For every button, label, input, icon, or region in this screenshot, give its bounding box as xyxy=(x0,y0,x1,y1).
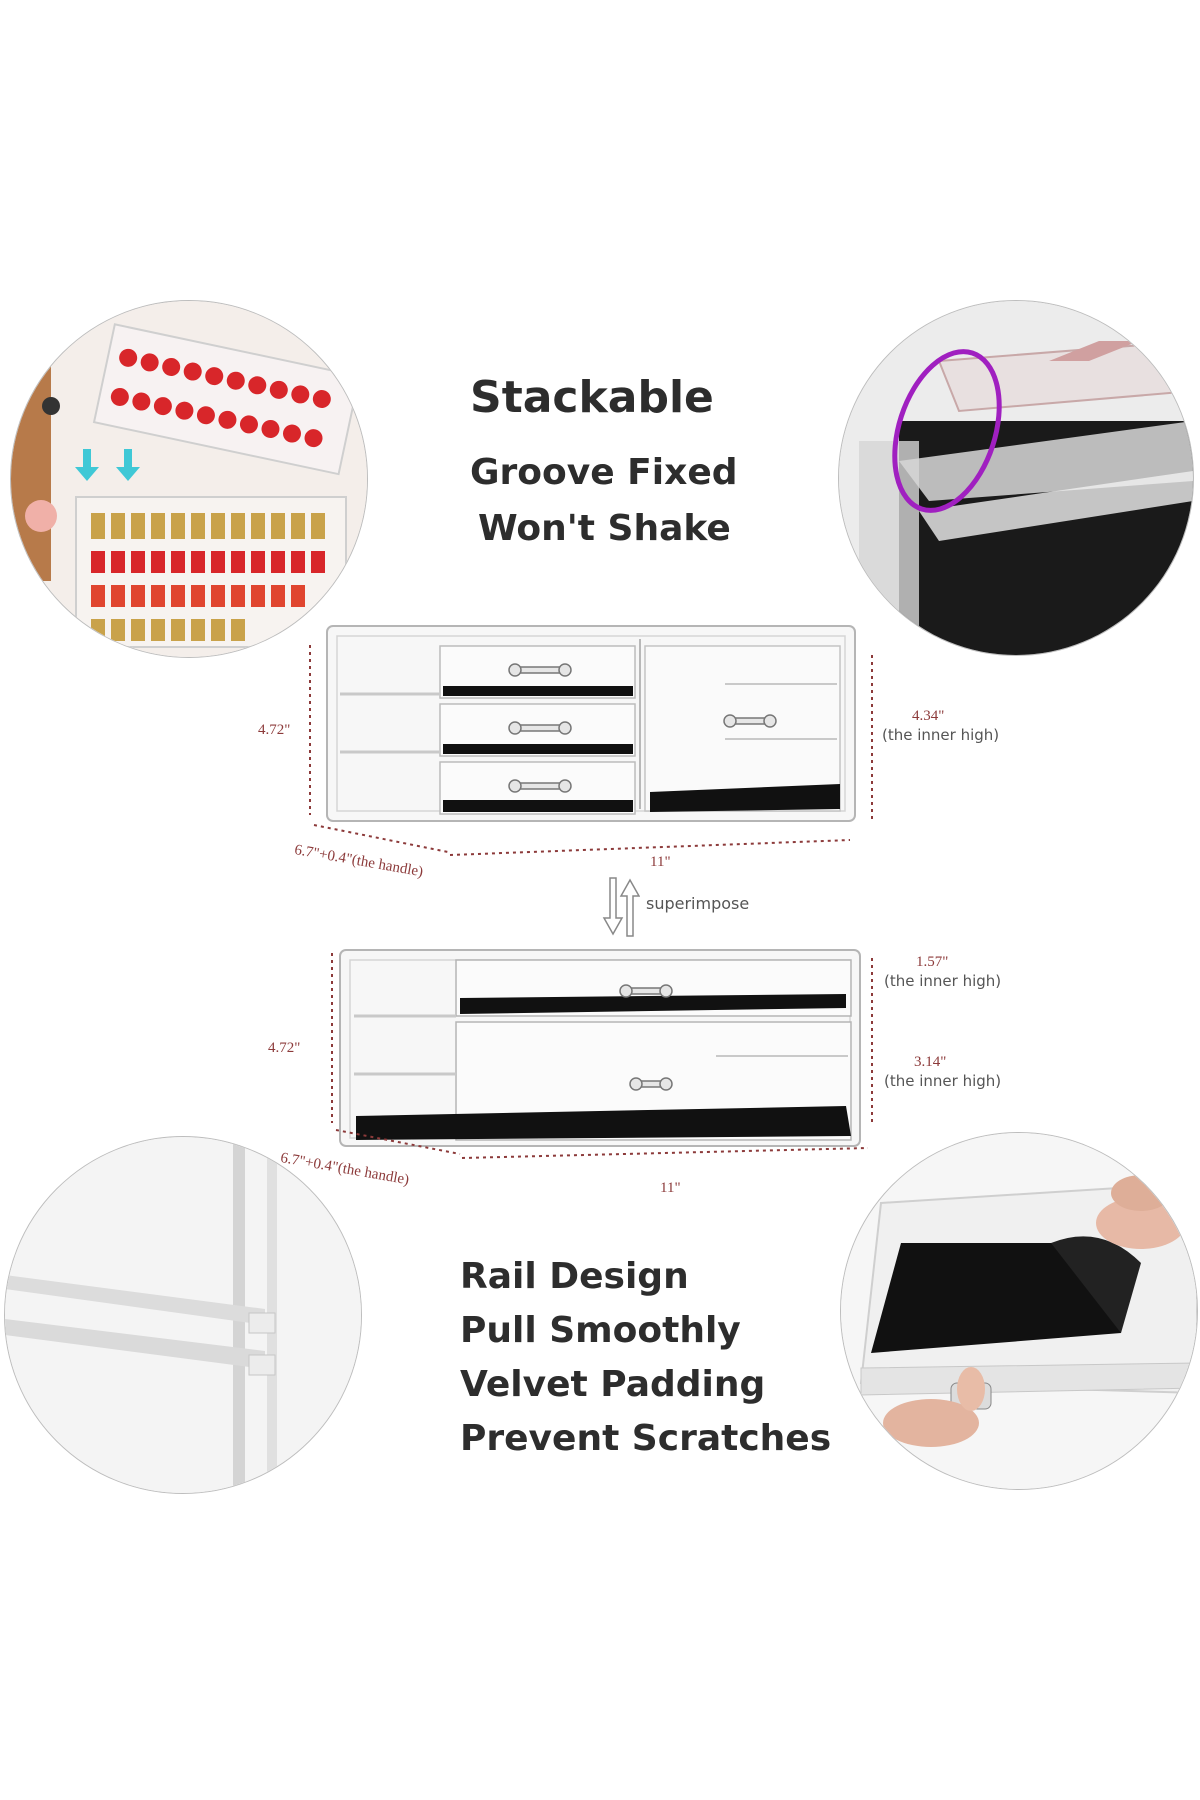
lipstick-organizer-illustration xyxy=(11,301,367,657)
top-drawer-unit xyxy=(325,624,860,834)
feature-pull-smoothly: Pull Smoothly xyxy=(460,1310,741,1351)
bottom-unit-illustration xyxy=(339,949,861,1147)
heading-wont-shake: Won't Shake xyxy=(478,508,731,549)
rail-closeup-illustration xyxy=(5,1137,361,1493)
superimpose-arrows-icon xyxy=(602,877,640,937)
heading-groove-fixed: Groove Fixed xyxy=(470,452,738,493)
feature-rail-design: Rail Design xyxy=(460,1256,689,1297)
groove-closeup-illustration xyxy=(839,301,1193,655)
velvet-padding-illustration xyxy=(841,1133,1197,1489)
heading-stackable: Stackable xyxy=(470,372,714,423)
bottom-unit-dimension-lines xyxy=(331,953,873,1159)
feature-velvet-padding: Velvet Padding xyxy=(460,1364,766,1405)
top-unit-dimension-lines xyxy=(309,645,873,856)
top-unit-inner-height-label: 4.34" xyxy=(912,708,945,724)
bottom-drawer2-inner-height-note: (the inner high) xyxy=(884,1072,1002,1090)
velvet-padding-photo xyxy=(840,1132,1198,1490)
groove-closeup-photo xyxy=(838,300,1194,656)
bottom-unit-width-label: 11" xyxy=(660,1180,681,1196)
bottom-drawer1-inner-height-label: 1.57" xyxy=(916,954,949,970)
bottom-drawer-unit xyxy=(336,946,866,1152)
top-unit-width-label: 11" xyxy=(650,854,671,870)
bottom-drawer2-inner-height-label: 3.14" xyxy=(914,1054,947,1070)
bottom-drawer1-inner-height-note: (the inner high) xyxy=(884,972,1002,990)
feature-prevent-scratches: Prevent Scratches xyxy=(460,1418,832,1459)
top-unit-height-label: 4.72" xyxy=(258,722,291,738)
top-unit-inner-height-note: (the inner high) xyxy=(882,726,1000,744)
superimpose-label: superimpose xyxy=(646,894,750,913)
stacking-lipstick-photo xyxy=(10,300,368,658)
top-unit-illustration xyxy=(326,625,856,822)
bottom-unit-height-label: 4.72" xyxy=(268,1040,301,1056)
rail-closeup-photo xyxy=(4,1136,362,1494)
